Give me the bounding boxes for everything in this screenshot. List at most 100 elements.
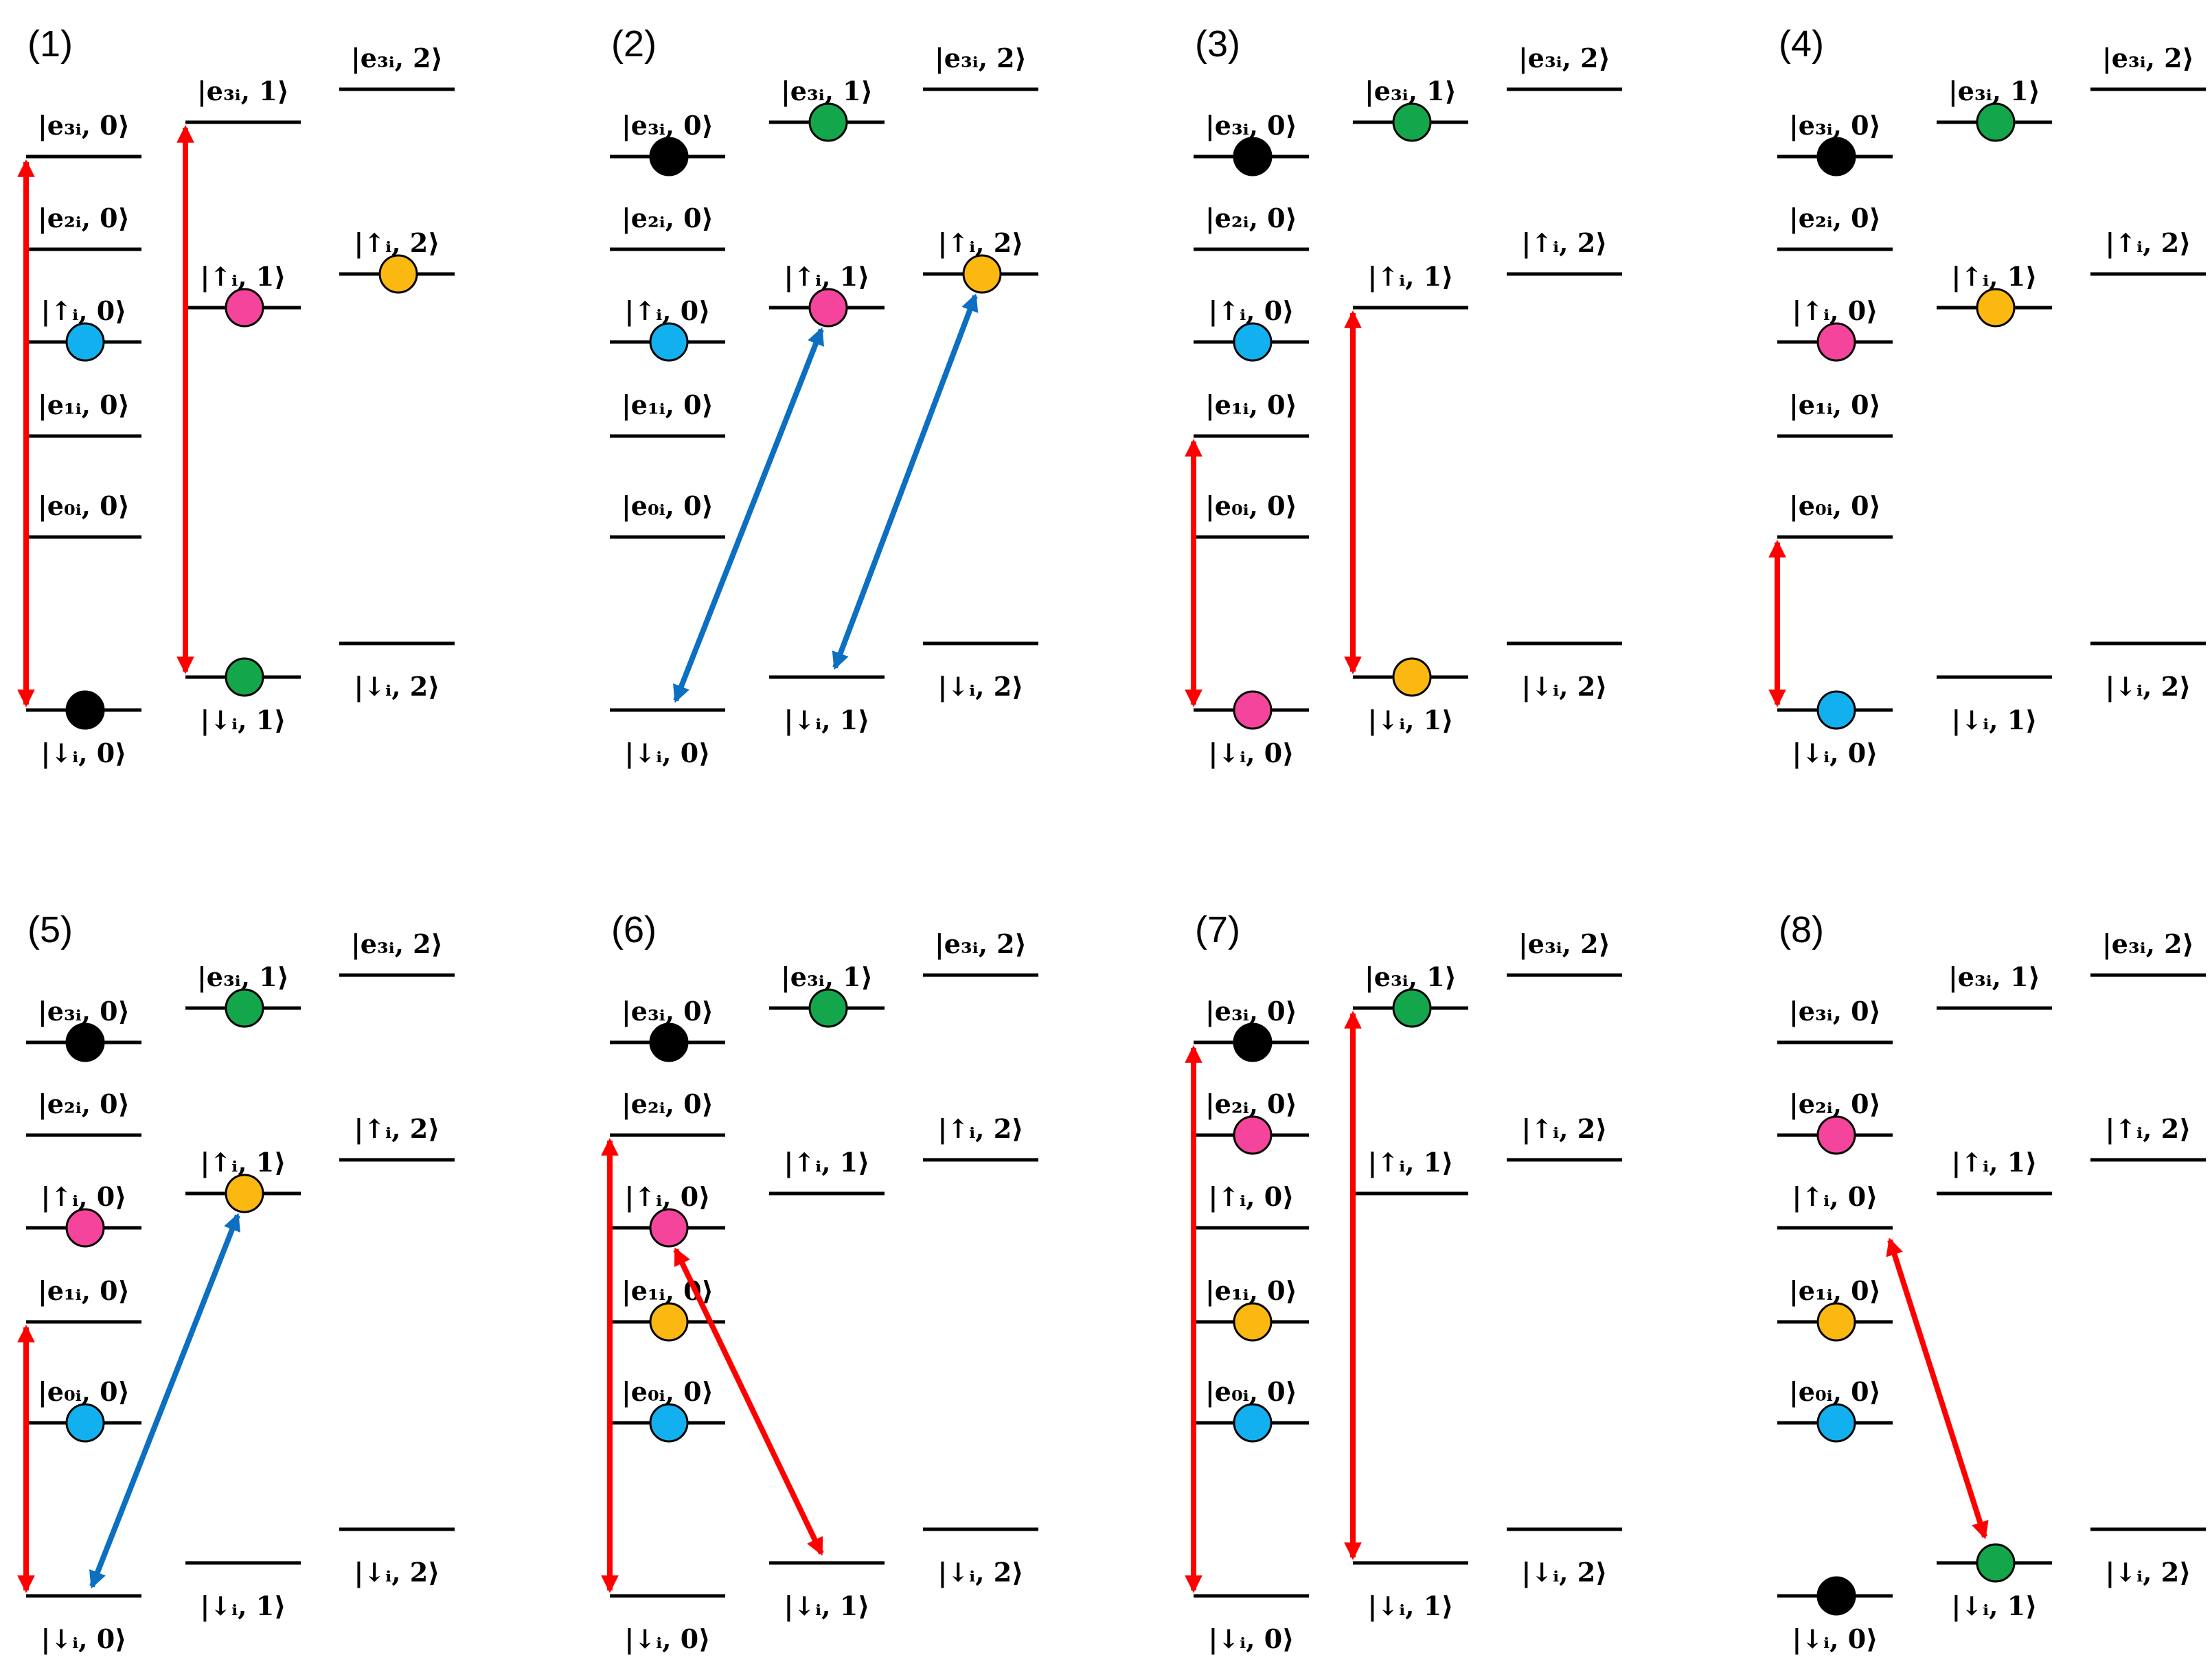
level-label-u2: |↑ᵢ, 2⟩ (937, 227, 1023, 258)
level-label-d2: |↓ᵢ, 2⟩ (937, 1557, 1023, 1588)
population-ball-black (65, 690, 105, 730)
level-label-u0: |↑ᵢ, 0⟩ (1208, 295, 1294, 326)
population-ball-pink (225, 288, 264, 328)
population-ball-pink (1233, 1115, 1273, 1155)
transition-arrow-steel (89, 1213, 240, 1589)
population-ball-orange (649, 1302, 689, 1342)
level-label-d2: |↓ᵢ, 2⟩ (2105, 671, 2191, 702)
level-label-d1: |↓ᵢ, 1⟩ (200, 1590, 286, 1621)
level-label-e3: |e₃ᵢ, 0⟩ (1205, 110, 1297, 141)
panel-title: (6) (611, 909, 657, 950)
level-label-e32: |e₃ᵢ, 2⟩ (1518, 43, 1610, 73)
level-label-u2: |↑ᵢ, 2⟩ (937, 1113, 1023, 1144)
level-label-e32: |e₃ᵢ, 2⟩ (935, 43, 1027, 73)
level-label-u0: |↑ᵢ, 0⟩ (624, 1181, 710, 1212)
population-ball-blue (1233, 322, 1273, 362)
transition-arrow-red (673, 1247, 824, 1556)
level-label-d1: |↓ᵢ, 1⟩ (200, 705, 286, 735)
level-label-u2: |↑ᵢ, 2⟩ (354, 1113, 440, 1144)
population-ball-green (1976, 1543, 2016, 1583)
level-label-e1: |e₁ᵢ, 0⟩ (622, 389, 714, 420)
level-label-u0: |↑ᵢ, 0⟩ (1208, 1181, 1294, 1212)
level-label-e31: |e₃ᵢ, 1⟩ (197, 76, 289, 106)
level-label-u0: |↑ᵢ, 0⟩ (1792, 295, 1878, 326)
level-label-u1: |↑ᵢ, 1⟩ (200, 261, 286, 292)
level-label-e1: |e₁ᵢ, 0⟩ (1789, 1275, 1881, 1306)
level-label-e0: |e₀ᵢ, 0⟩ (1789, 1376, 1881, 1407)
level-label-e0: |e₀ᵢ, 0⟩ (1789, 490, 1881, 521)
level-label-e31: |e₃ᵢ, 1⟩ (197, 961, 289, 992)
level-label-u1: |↑ᵢ, 1⟩ (784, 261, 869, 292)
level-label-d0: |↓ᵢ, 0⟩ (1208, 1623, 1294, 1654)
level-label-u2: |↑ᵢ, 2⟩ (354, 227, 440, 258)
population-ball-black (1816, 1576, 1856, 1616)
level-label-e31: |e₃ᵢ, 1⟩ (1948, 961, 2040, 992)
level-label-e2: |e₂ᵢ, 0⟩ (1205, 1088, 1297, 1119)
level-label-e32: |e₃ᵢ, 2⟩ (351, 43, 443, 73)
population-ball-blue (1233, 1403, 1273, 1443)
population-ball-orange (962, 254, 1002, 294)
population-ball-black (1233, 137, 1273, 176)
level-label-d0: |↓ᵢ, 0⟩ (624, 1623, 710, 1654)
level-label-d2: |↓ᵢ, 2⟩ (1521, 671, 1607, 702)
level-label-d1: |↓ᵢ, 1⟩ (784, 1590, 869, 1621)
level-label-u1: |↑ᵢ, 1⟩ (784, 1147, 869, 1178)
level-label-d2: |↓ᵢ, 2⟩ (1521, 1557, 1607, 1588)
panel-title: (5) (27, 909, 73, 950)
population-ball-orange (1976, 288, 2016, 328)
level-label-e2: |e₂ᵢ, 0⟩ (38, 203, 130, 233)
population-ball-orange (1233, 1302, 1273, 1342)
level-label-e32: |e₃ᵢ, 2⟩ (935, 928, 1027, 959)
level-label-u2: |↑ᵢ, 2⟩ (2105, 227, 2191, 258)
level-label-d1: |↓ᵢ, 1⟩ (1951, 1590, 2037, 1621)
population-ball-black (649, 137, 689, 176)
level-label-e3: |e₃ᵢ, 0⟩ (622, 996, 714, 1027)
population-ball-blue (649, 322, 689, 362)
panel-title: (4) (1779, 23, 1824, 65)
level-label-d0: |↓ᵢ, 0⟩ (41, 738, 126, 768)
population-ball-green (1392, 988, 1432, 1028)
transition-arrow-red (1886, 1237, 1989, 1540)
population-ball-green (1976, 102, 2016, 142)
population-ball-pink (1816, 1115, 1856, 1155)
level-label-d2: |↓ᵢ, 2⟩ (2105, 1557, 2191, 1588)
population-ball-black (1233, 1022, 1273, 1062)
panel-title: (2) (611, 23, 657, 65)
level-label-d1: |↓ᵢ, 1⟩ (1951, 705, 2037, 735)
level-label-e3: |e₃ᵢ, 0⟩ (1789, 996, 1881, 1027)
level-label-d0: |↓ᵢ, 0⟩ (1792, 738, 1878, 768)
level-label-e31: |e₃ᵢ, 1⟩ (1365, 76, 1457, 106)
level-label-e32: |e₃ᵢ, 2⟩ (2102, 43, 2194, 73)
level-label-e31: |e₃ᵢ, 1⟩ (781, 961, 873, 992)
level-label-u0: |↑ᵢ, 0⟩ (41, 1181, 126, 1212)
level-label-e3: |e₃ᵢ, 0⟩ (38, 996, 130, 1027)
population-ball-orange (378, 254, 418, 294)
population-ball-blue (65, 322, 105, 362)
level-label-e2: |e₂ᵢ, 0⟩ (622, 1088, 714, 1119)
panel-title: (1) (27, 23, 73, 65)
level-label-u1: |↑ᵢ, 1⟩ (1951, 1147, 2037, 1178)
level-label-e32: |e₃ᵢ, 2⟩ (1518, 928, 1610, 959)
level-label-e1: |e₁ᵢ, 0⟩ (1205, 389, 1297, 420)
level-label-e3: |e₃ᵢ, 0⟩ (1205, 996, 1297, 1027)
level-label-e0: |e₀ᵢ, 0⟩ (1205, 1376, 1297, 1407)
level-label-e1: |e₁ᵢ, 0⟩ (38, 389, 130, 420)
level-label-u0: |↑ᵢ, 0⟩ (1792, 1181, 1878, 1212)
panel-5: (5)|↓ᵢ, 0⟩|e₀ᵢ, 0⟩|e₁ᵢ, 0⟩|↑ᵢ, 0⟩|e₂ᵢ, 0… (17, 909, 455, 1654)
panel-title: (3) (1195, 23, 1240, 65)
level-label-u0: |↑ᵢ, 0⟩ (41, 295, 126, 326)
level-label-e3: |e₃ᵢ, 0⟩ (622, 110, 714, 141)
level-label-u0: |↑ᵢ, 0⟩ (624, 295, 710, 326)
level-label-d0: |↓ᵢ, 0⟩ (41, 1623, 126, 1654)
panel-2: (2)|↓ᵢ, 0⟩|e₀ᵢ, 0⟩|e₁ᵢ, 0⟩|↑ᵢ, 0⟩|e₂ᵢ, 0… (610, 23, 1038, 768)
panel-title: (8) (1779, 909, 1824, 950)
population-ball-green (808, 988, 848, 1028)
level-label-d1: |↓ᵢ, 1⟩ (784, 705, 869, 735)
population-ball-pink (1233, 690, 1273, 730)
level-label-e3: |e₃ᵢ, 0⟩ (38, 110, 130, 141)
level-label-u2: |↑ᵢ, 2⟩ (2105, 1113, 2191, 1144)
level-label-e32: |e₃ᵢ, 2⟩ (351, 928, 443, 959)
population-ball-pink (1816, 322, 1856, 362)
level-label-e0: |e₀ᵢ, 0⟩ (1205, 490, 1297, 521)
